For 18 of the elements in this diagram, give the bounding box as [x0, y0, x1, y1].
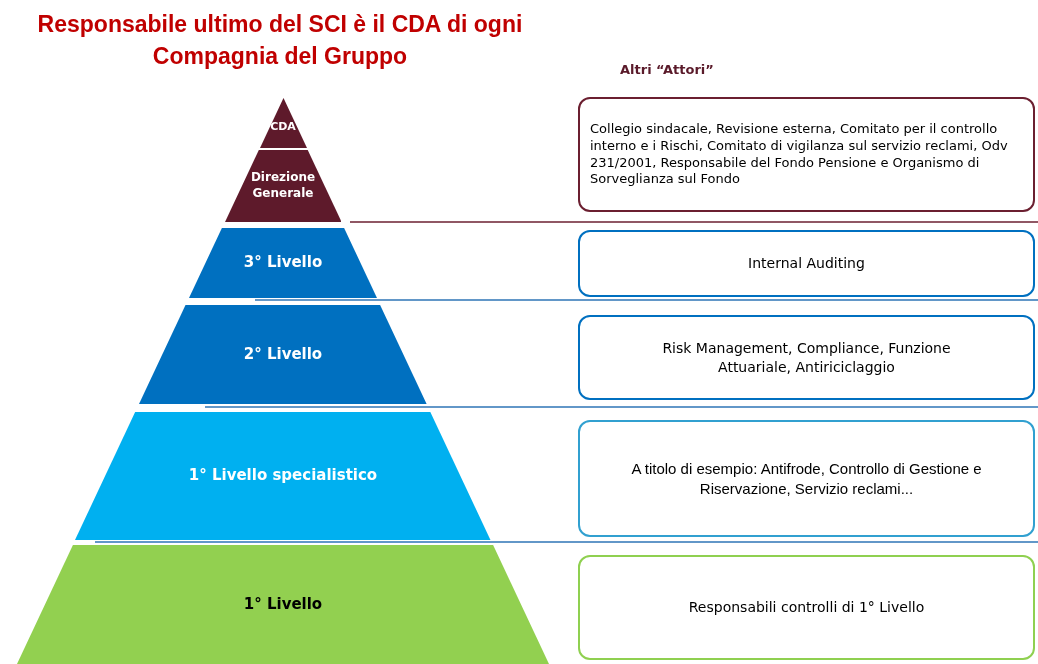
- info-box: [578, 315, 1035, 400]
- tier-label: 3° Livello: [243, 253, 323, 271]
- box-text: Risk Management, Compliance, Funzione Attuariale, Antiriciclaggio: [661, 339, 952, 376]
- heading-label: Altri “Attori”: [620, 62, 714, 77]
- tier-label: Direzione Generale: [249, 169, 317, 201]
- box-text: Responsabili controlli di 1° Livello: [687, 598, 926, 617]
- tier-label: 1° Livello specialistico: [188, 466, 378, 484]
- info-box: [578, 420, 1035, 537]
- info-box: [578, 555, 1035, 660]
- box-text: A titolo di esempio: Antifrode, Controllo di Gestione e Riservazione, Servizio reclami...: [630, 459, 983, 498]
- info-box: [578, 230, 1035, 297]
- info-box: [578, 97, 1035, 212]
- tier-label: 1° Livello: [243, 594, 323, 613]
- title: Responsabile ultimo del SCI è il CDA di ogni Compagnia del Gruppo: [36, 10, 524, 71]
- tier-label: 2° Livello: [243, 344, 323, 363]
- box-text: Collegio sindacale, Revisione esterna, Comitato per il controllo interno e i Rischi, Comitato di vigilanza sul servizio reclami, Odv 231/2001, Responsabile del Fondo Pensione e Organismo di Sorveglianza sul Fondo: [589, 120, 1009, 189]
- tier-label: CDA: [270, 120, 296, 133]
- box-text: Internal Auditing: [747, 254, 866, 273]
